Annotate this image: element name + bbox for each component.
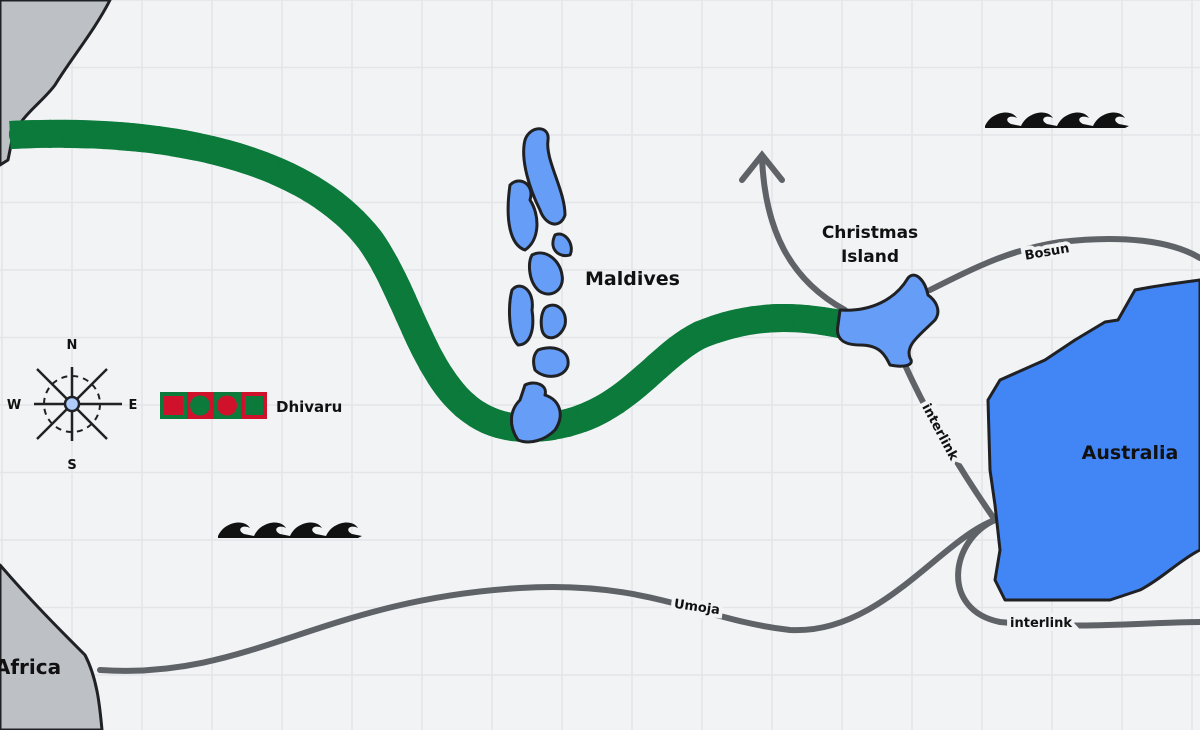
interlink-cable-north	[902, 362, 998, 523]
compass-west-label: W	[7, 398, 21, 413]
maldives-islands	[506, 127, 573, 444]
africa-landmass-south	[0, 563, 104, 730]
interlink-south-label: interlink	[1010, 616, 1072, 631]
wave-icon	[985, 112, 1129, 128]
bosun-cable	[927, 235, 1200, 293]
christmas-island-label-line1: Christmas	[822, 223, 918, 243]
dhivaru-legend-label: Dhivaru	[276, 398, 342, 416]
dhivaru-legend-swatch	[160, 392, 267, 419]
compass-rose-icon	[34, 367, 122, 441]
australia-label: Australia	[1082, 442, 1179, 464]
christmas-island-label-line2: Island	[841, 247, 899, 267]
maldives-label: Maldives	[585, 268, 680, 290]
bosun-label: Bosun	[1024, 241, 1071, 264]
interlink-north-label: interlink	[918, 401, 961, 463]
australia-landmass	[986, 278, 1200, 602]
compass-north-label: N	[67, 338, 78, 353]
africa-label: Africa	[0, 655, 61, 679]
umoja-cable	[97, 517, 998, 674]
compass-south-label: S	[67, 458, 76, 473]
compass-east-label: E	[129, 398, 138, 413]
arrow-up-icon	[739, 150, 785, 183]
christmas-island	[835, 273, 940, 368]
interlink-cable-south	[955, 517, 1200, 629]
dhivaru-cable	[10, 134, 845, 428]
wave-icon	[218, 522, 362, 538]
umoja-label: Umoja	[673, 597, 721, 618]
arrow-cable	[759, 155, 848, 313]
